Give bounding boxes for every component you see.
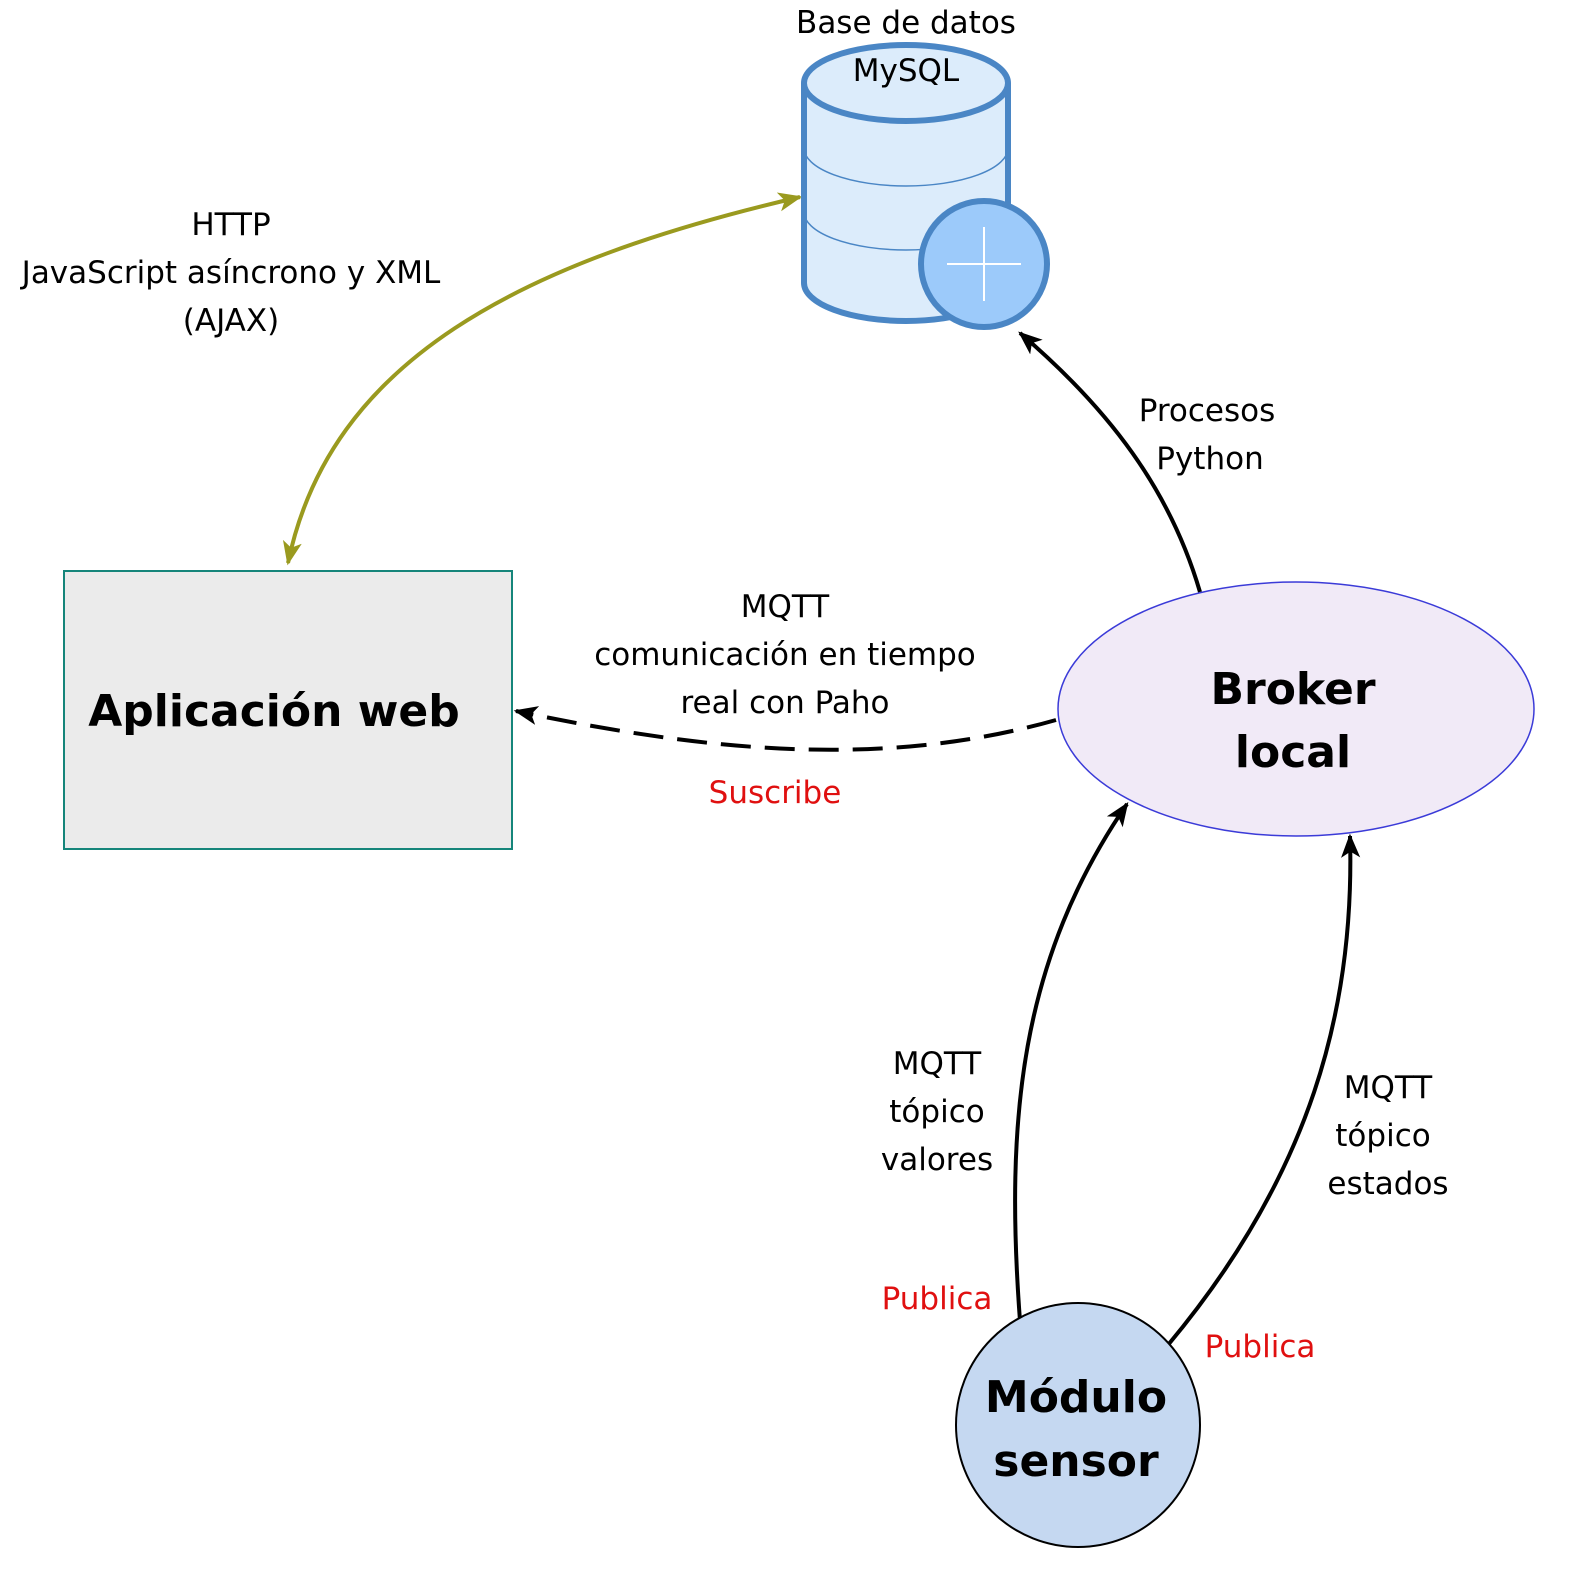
http-label-line2: JavaScript asíncrono y XML	[20, 255, 441, 291]
python-label-line1: Procesos	[1139, 393, 1276, 429]
mqtt-valores-label-line3: valores	[881, 1142, 993, 1178]
subscribe-label: Suscribe	[709, 775, 842, 811]
broker-title-line2: local	[1235, 727, 1351, 778]
mqtt-valores-label-line2: tópico	[889, 1094, 984, 1130]
http-label-line1: HTTP	[191, 207, 270, 243]
database-label-line2: MySQL	[853, 53, 960, 89]
publish-valores-label: Publica	[882, 1281, 993, 1317]
http-label-line3: (AJAX)	[183, 303, 279, 339]
mqtt-estados-arrow	[1166, 833, 1361, 1347]
webapp-box	[63, 570, 513, 850]
http-ajax-arrow	[282, 192, 803, 566]
mqtt-web-label-line1: MQTT	[741, 589, 831, 625]
mqtt-valores-label-line1: MQTT	[893, 1046, 983, 1082]
mqtt-estados-label-line1: MQTT	[1344, 1070, 1434, 1106]
database-ring-1	[803, 147, 1009, 187]
mqtt-valores-arrow	[1013, 802, 1129, 1322]
mqtt-estados-label-line2: tópico	[1335, 1118, 1430, 1154]
database-plus-icon	[801, 42, 1050, 330]
mqtt-subscribe-arrow	[513, 706, 1057, 752]
database-top	[801, 42, 1011, 124]
webapp-title: Aplicación web	[88, 686, 460, 737]
python-process-arrow	[1018, 331, 1202, 593]
mqtt-estados-label-line3: estados	[1327, 1166, 1448, 1202]
mqtt-web-label-line3: real con Paho	[680, 685, 889, 721]
sensor-title-line2: sensor	[993, 1436, 1159, 1487]
sensor-title-line1: Módulo	[985, 1372, 1167, 1423]
python-label-line2: Python	[1156, 441, 1263, 477]
sensor-circle	[955, 1302, 1201, 1548]
database-label-line1: Base de datos	[796, 5, 1016, 41]
publish-estados-label: Publica	[1205, 1329, 1316, 1365]
mqtt-web-label-line2: comunicación en tiempo	[594, 637, 976, 673]
broker-title-line1: Broker	[1210, 664, 1375, 715]
broker-ellipse	[1057, 581, 1535, 837]
